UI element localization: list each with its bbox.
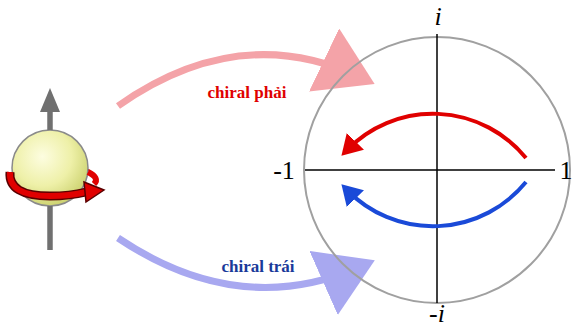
axis-label: i: [434, 4, 441, 30]
red-arc: [347, 114, 526, 158]
left-chiral-arrow: [118, 238, 362, 287]
imaginary-axis: [436, 34, 438, 303]
rotation-front: [10, 172, 86, 196]
chiral-label: chiral phải: [208, 84, 287, 101]
axis-label: -i: [429, 301, 445, 327]
rotation-side: [88, 172, 96, 184]
blue-arc: [347, 182, 526, 226]
chiral-label: chiral trái: [221, 258, 294, 275]
spin-axis-bottom: [48, 206, 53, 250]
rotation-head: [84, 182, 104, 202]
axis-label: 1: [560, 158, 573, 184]
rotation-outline: [10, 172, 86, 196]
axis-label: -1: [273, 158, 295, 184]
real-axis: [305, 169, 555, 171]
axis-head: [40, 88, 60, 112]
